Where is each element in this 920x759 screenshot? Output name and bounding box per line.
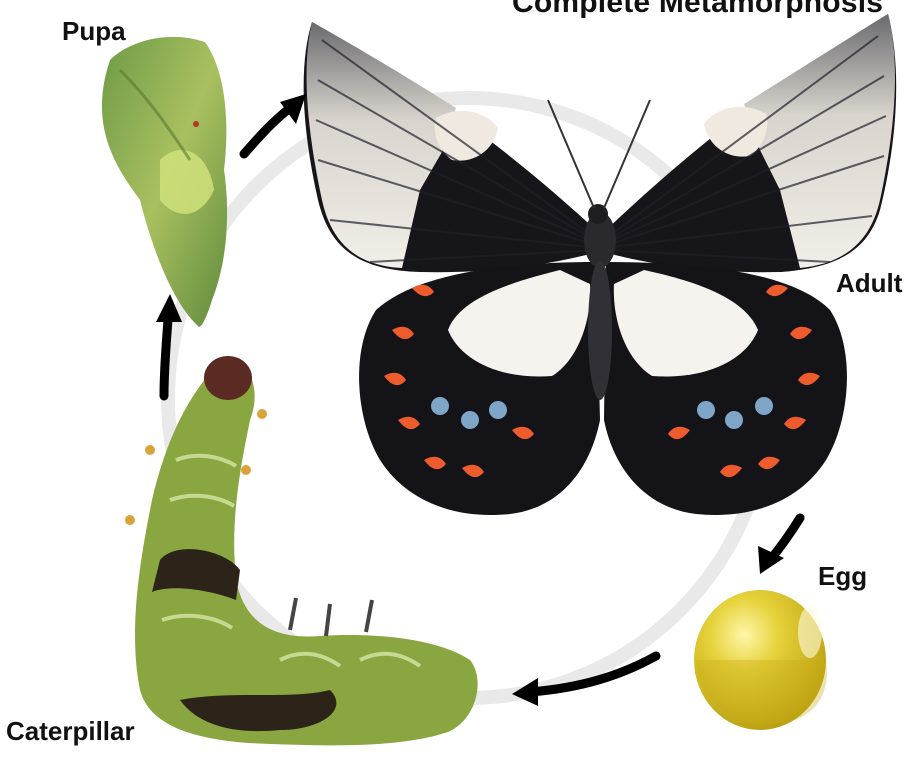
butterfly-abdomen [588,260,612,400]
stage-label-caterpillar: Caterpillar [6,716,135,747]
diagram-title: Complete Metamorphosis [512,0,883,20]
caterpillar-head [204,356,252,400]
egg-image [694,590,827,730]
pupa-image [102,37,227,327]
adult-butterfly-image [304,14,897,515]
arrowhead-egg-to-caterpillar [512,678,538,706]
arrow-pupa-to-adult [244,108,290,154]
stage-label-adult: Adult [836,268,902,299]
stage-label-pupa: Pupa [62,16,126,47]
arrow-caterpillar-to-pupa [164,320,168,396]
stage-label-egg: Egg [818,561,867,592]
